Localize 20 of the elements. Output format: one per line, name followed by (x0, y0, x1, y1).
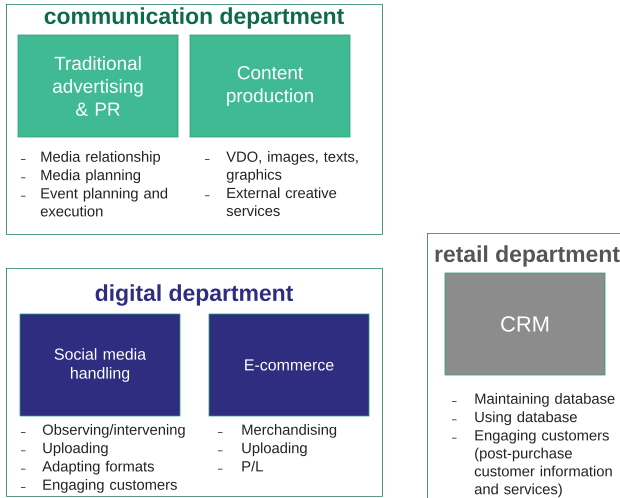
list-item: Media relationship (20, 151, 160, 165)
list-item: P/L (218, 460, 263, 472)
list-item: Engaging customers (post-purchase customer information and services) (452, 430, 612, 498)
list-item: Using database (452, 411, 577, 426)
list-item: Maintaining database (452, 393, 614, 407)
list-item: External creative services (204, 187, 336, 216)
unit-box: E-commerce (208, 314, 370, 416)
unit-box: Content production (190, 34, 350, 138)
unit-box: Social media handling (20, 314, 180, 416)
list-item: Uploading (20, 442, 108, 456)
list-item: Engaging customers (20, 479, 177, 493)
list-item: Media planning (20, 169, 140, 184)
list-item: Adapting formats (20, 460, 154, 474)
list-item: Event planning and execution (20, 188, 168, 216)
list-item: VDO, images, texts, graphics (204, 151, 358, 183)
unit-box: Traditional advertising & PR (18, 34, 178, 138)
list-item: Merchandising (218, 424, 336, 438)
list-item: Observing/intervening (20, 424, 185, 438)
unit-box: CRM (444, 272, 606, 376)
list-item: Uploading (218, 442, 307, 456)
